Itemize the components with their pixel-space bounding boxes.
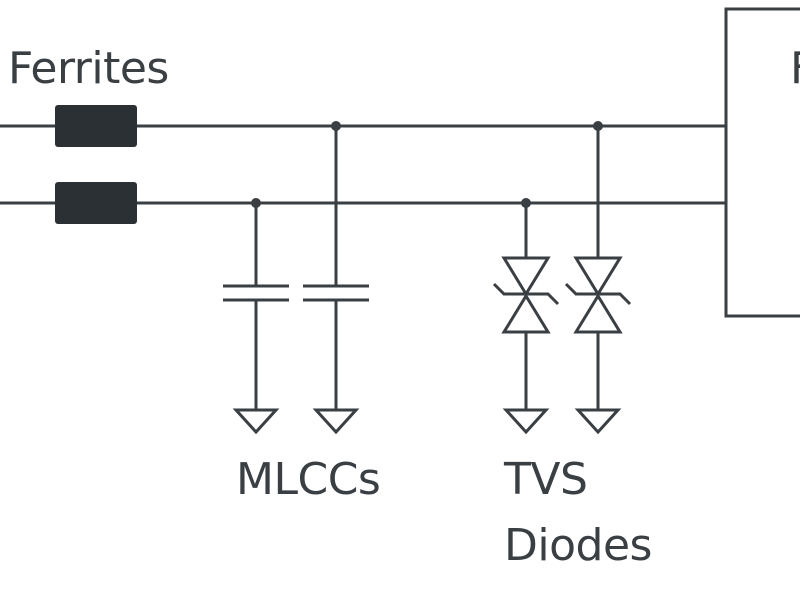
junction-dot [521,198,531,208]
junction-dot [593,121,603,131]
ground-icon [574,408,622,435]
tvs-label: TVS [504,454,588,505]
device-block [724,7,800,318]
mlcc-capacitor-2 [303,126,369,435]
ground-icon [502,408,550,435]
ground-icon [232,408,280,435]
device-block-label: F [790,47,800,91]
diodes-label: Diodes [504,520,652,571]
ferrite-bead-2 [55,182,137,224]
ferrites-label: Ferrites [8,43,169,94]
ground-icon [312,408,360,435]
junction-dot [251,198,261,208]
junction-dot [331,121,341,131]
tvs-diode-2 [564,126,632,435]
mlccs-label: MLCCs [236,454,381,505]
mlcc-capacitor-1 [223,203,289,435]
tvs-diode-1 [492,203,560,435]
ferrite-bead-1 [55,105,137,147]
